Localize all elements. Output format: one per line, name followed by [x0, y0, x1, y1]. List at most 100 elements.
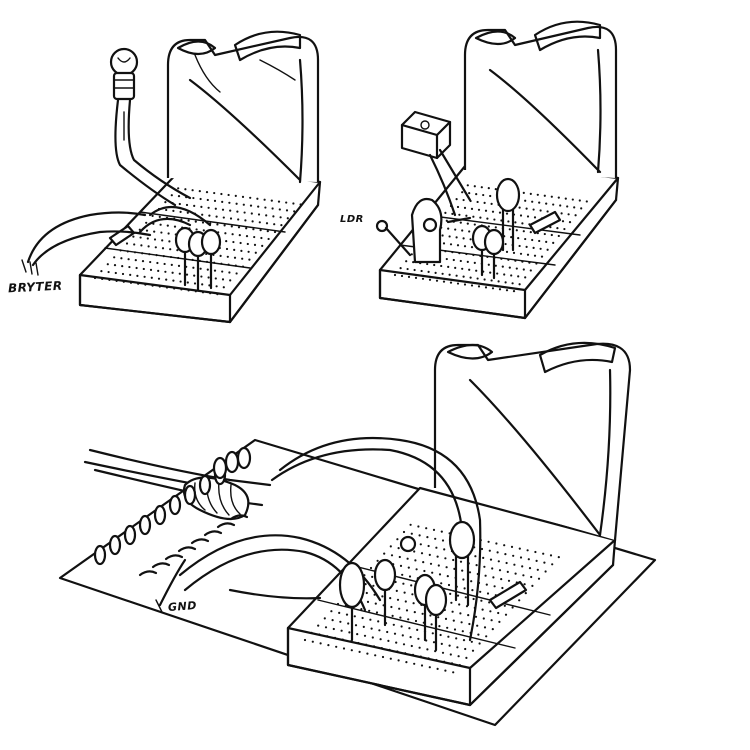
breadboard-hole — [340, 629, 343, 632]
breadboard-hole — [444, 211, 447, 214]
breadboard-hole — [471, 649, 475, 652]
breadboard-hole — [448, 273, 451, 276]
breadboard-hole — [405, 260, 408, 263]
breadboard-hole — [399, 616, 402, 619]
breadboard-hole — [421, 612, 424, 615]
breadboard-hole — [331, 619, 334, 622]
breadboard-hole — [466, 184, 469, 187]
breadboard-hole — [446, 626, 449, 629]
components-bottom — [338, 520, 528, 652]
breadboard-hole — [235, 272, 238, 275]
breadboard-hole — [466, 222, 469, 225]
breadboard-hole — [514, 221, 517, 224]
breadboard-hole — [491, 567, 494, 570]
breadboard-hole — [326, 635, 329, 638]
breadboard-hole — [172, 209, 175, 212]
breadboard-hole — [237, 226, 241, 229]
breadboard-hole — [147, 245, 150, 248]
breadboard-hole — [535, 262, 538, 265]
breadboard-hole — [194, 220, 197, 223]
breadboard-hole — [538, 201, 541, 204]
breadboard-hole — [532, 246, 535, 249]
breadboard-hole — [470, 284, 474, 287]
components-top-right — [446, 177, 562, 280]
breadboard-hole — [434, 271, 437, 274]
breadboard-hole — [559, 204, 562, 207]
breadboard-hole — [397, 547, 400, 550]
breadboard-hole — [495, 542, 498, 545]
breadboard-hole — [214, 207, 217, 210]
breadboard-hole — [468, 192, 471, 195]
breadboard-hole — [410, 532, 413, 535]
breadboard-hole — [323, 617, 326, 620]
breadboard-hole — [228, 201, 231, 204]
breadboard-hole — [476, 624, 479, 627]
breadboard-hole — [186, 211, 189, 214]
breadboard-hole — [511, 282, 514, 285]
breadboard-hole — [460, 621, 463, 624]
breadboard-hole — [440, 582, 443, 585]
breadboard-hole — [216, 223, 219, 226]
breadboard-hole — [585, 200, 588, 203]
breadboard-hole — [519, 214, 523, 217]
breadboard-hole — [507, 579, 511, 582]
breadboard-hole — [226, 255, 229, 258]
breadboard-hole — [487, 263, 490, 266]
breadboard-hole — [263, 198, 266, 201]
breadboard-hole — [206, 198, 209, 202]
breadboard-hole — [461, 630, 464, 633]
breadboard-hole — [327, 644, 330, 647]
breadboard-hole — [463, 587, 466, 590]
breadboard-hole — [530, 575, 533, 579]
breadboard-hole — [136, 274, 139, 277]
breadboard-hole — [232, 240, 235, 244]
breadboard-hole — [391, 614, 394, 618]
breadboard-hole — [454, 228, 457, 231]
connector-lead — [229, 514, 249, 521]
breadboard-hole — [198, 259, 201, 262]
breadboard-hole — [420, 664, 424, 667]
breadboard-hole — [101, 277, 104, 281]
breadboard-hole — [170, 194, 173, 197]
breadboard-hole — [522, 230, 525, 233]
breadboard-hole — [479, 216, 482, 219]
breadboard-hole — [245, 227, 248, 230]
breadboard-hole — [468, 622, 471, 626]
breadboard-hole — [199, 267, 202, 270]
breadboard-hole — [347, 622, 350, 625]
breadboard-hole — [401, 634, 404, 637]
breadboard-hole — [526, 549, 529, 552]
breadboard-hole — [482, 556, 485, 560]
breadboard-hole — [396, 598, 400, 601]
breadboard-hole — [256, 197, 259, 200]
breadboard-hole — [449, 243, 453, 246]
breadboard-hole — [229, 209, 232, 212]
breadboard-hole — [265, 222, 269, 225]
breadboard-hole — [198, 190, 201, 193]
breadboard-hole — [465, 252, 468, 256]
breadboard-hole — [524, 237, 527, 241]
breadboard-hole — [400, 625, 403, 628]
breadboard-hole — [149, 260, 152, 264]
breadboard-hole — [446, 575, 449, 578]
breadboard-hole — [536, 568, 539, 571]
breadboard-hole — [462, 578, 465, 581]
breadboard-hole — [549, 226, 552, 229]
breadboard-hole — [413, 611, 416, 614]
breadboard-hole — [455, 198, 458, 201]
breadboard-hole — [458, 252, 461, 255]
breadboard-hole — [162, 255, 165, 258]
breadboard-hole — [128, 265, 131, 269]
breadboard-hole — [463, 206, 467, 209]
breadboard-hole — [478, 642, 481, 645]
breadboard-hole — [249, 196, 252, 199]
breadboard-hole — [185, 203, 189, 207]
breadboard-hole — [137, 282, 140, 285]
breadboard-hole — [213, 191, 216, 195]
breadboard-hole — [404, 600, 407, 603]
breadboard-hole — [523, 583, 526, 586]
breadboard-hole — [438, 573, 442, 576]
breadboard-hole — [233, 256, 237, 259]
breadboard-hole — [490, 619, 493, 622]
